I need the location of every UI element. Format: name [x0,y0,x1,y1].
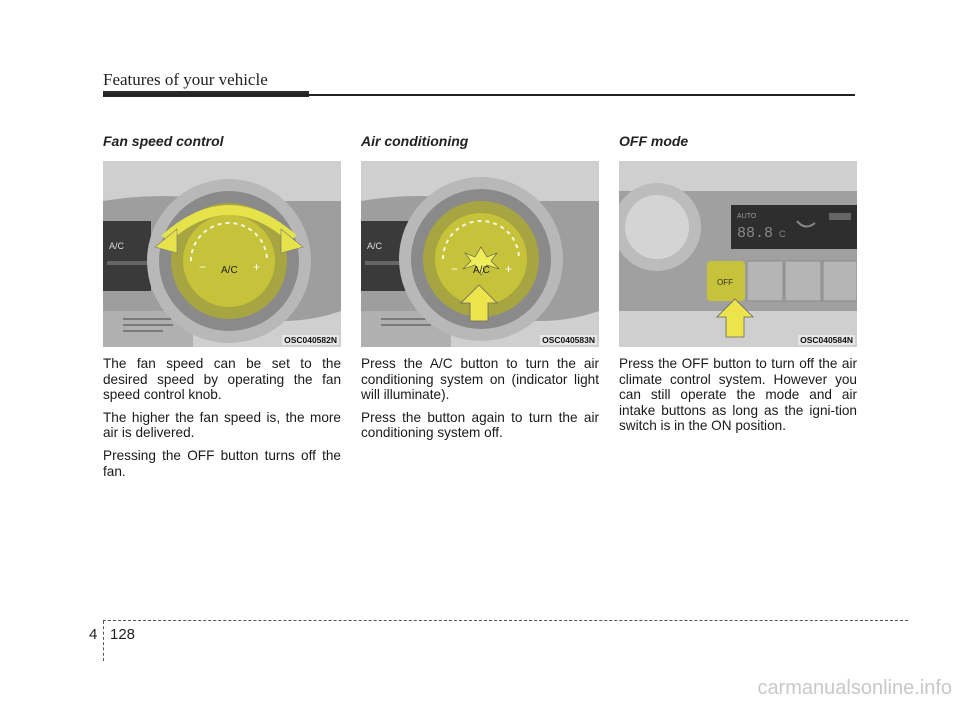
svg-text:−: − [199,260,206,274]
off-button-illustration: AUTO 88.8 C OFF [619,161,857,347]
paragraph: Pressing the OFF button turns off the fa… [103,447,341,479]
svg-text:A/C: A/C [367,241,383,251]
footer-divider [103,621,104,661]
ac-knob-illustration: A/C A/C − + [361,161,599,347]
page-number: 128 [110,626,136,643]
fan-speed-figure: A/C A/C − + OSC040582N [103,161,341,347]
svg-text:88.8: 88.8 [737,225,773,242]
svg-text:−: − [451,262,458,276]
paragraph: Press the A/C button to turn the air con… [361,356,599,403]
figure-code: OSC040584N [798,335,855,345]
svg-text:C: C [779,229,786,239]
svg-text:OFF: OFF [717,278,733,287]
chapter-number: 4 [89,626,98,643]
svg-text:A/C: A/C [473,265,490,276]
section-air-conditioning: Air conditioning A/C A/C − + OSC040583N … [361,133,599,441]
paragraph: Press the button again to turn the air c… [361,409,599,441]
ac-figure: A/C A/C − + OSC040583N [361,161,599,347]
section-title: Fan speed control [103,133,224,149]
footer-rule [103,620,908,621]
figure-code: OSC040583N [540,335,597,345]
paragraph: The higher the fan speed is, the more ai… [103,409,341,441]
svg-text:+: + [253,260,260,274]
section-off-mode: OFF mode AUTO 88.8 C OFF OSC040584N Pres… [619,133,857,434]
watermark: carmanualsonline.info [757,677,952,699]
section-title: Air conditioning [361,133,469,149]
header-rule [103,94,855,96]
section-fan-speed: Fan speed control A/C A/C − + OSC040582N… [103,133,341,479]
header-title: Features of your vehicle [103,70,268,89]
section-title: OFF mode [619,133,689,149]
svg-text:A/C: A/C [221,265,238,276]
paragraph: The fan speed can be set to the desired … [103,356,341,403]
fan-knob-illustration: A/C A/C − + [103,161,341,347]
paragraph: Press the OFF button to turn off the air… [619,356,857,434]
svg-text:+: + [505,262,512,276]
svg-text:AUTO: AUTO [737,213,757,220]
figure-code: OSC040582N [282,335,339,345]
svg-text:A/C: A/C [109,241,125,251]
off-mode-figure: AUTO 88.8 C OFF OSC040584N [619,161,857,347]
